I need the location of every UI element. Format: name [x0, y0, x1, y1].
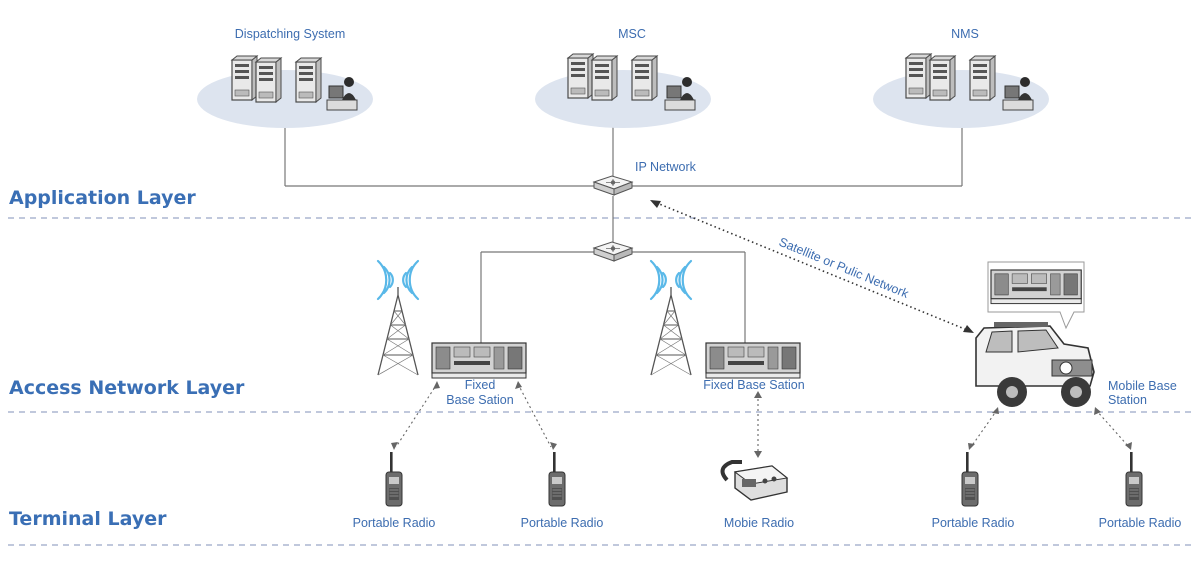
base-station-rack-icon [705, 342, 801, 379]
portable-radio-4: Portable Radio [1099, 451, 1182, 530]
portable-radio-4-label: Portable Radio [1099, 516, 1182, 530]
terminal-layer-title: Terminal Layer [9, 508, 167, 530]
msc-label: MSC [618, 27, 646, 41]
portable-radio-1-label: Portable Radio [353, 516, 436, 530]
msc-node: MSC [535, 27, 711, 128]
server-icon [255, 57, 282, 103]
mobile-radio: Mobie Radio [720, 460, 794, 530]
link-mobile-portable3 [970, 409, 998, 448]
server-icon [567, 53, 594, 99]
link-mobile-portable4 [1095, 409, 1130, 448]
server-icon [231, 55, 258, 101]
portable-radio-2-label: Portable Radio [521, 516, 604, 530]
ip-network-label: IP Network [635, 160, 697, 174]
terminal-link-arrows [391, 381, 1132, 458]
server-icon [631, 55, 658, 101]
portable-radio-icon [548, 451, 566, 507]
mobile-radio-icon [720, 460, 789, 501]
server-icon [969, 55, 996, 101]
fixed-base-station-2: Fixed Base Sation [649, 259, 805, 392]
link-bs1-portable2 [517, 383, 552, 448]
portable-radio-icon [385, 451, 403, 507]
portable-radio-icon [1125, 451, 1143, 507]
mobile-base-station-label-line1: Mobile Base [1108, 379, 1177, 393]
mobile-base-station: Mobile Base Station [975, 261, 1177, 407]
link-bs1-portable1 [395, 383, 438, 448]
access-network-layer-title: Access Network Layer [9, 377, 245, 399]
server-icon [929, 55, 956, 101]
dispatching-system-label: Dispatching System [235, 27, 345, 41]
portable-radio-icon [961, 451, 979, 507]
fixed-base-station-1: Fixed Base Sation [376, 259, 527, 407]
server-icon [295, 57, 322, 103]
server-icon [591, 55, 618, 101]
nms-node: NMS [873, 27, 1049, 128]
mobile-radio-label: Mobie Radio [724, 516, 794, 530]
satellite-link-label: Satellite or Pulic Network [777, 235, 911, 301]
tower-icon [650, 286, 692, 376]
tower-icon [377, 286, 419, 376]
base-station-rack-icon [431, 342, 527, 379]
portable-radio-2: Portable Radio [521, 451, 604, 530]
router-icon [593, 175, 633, 196]
portable-radio-3-label: Portable Radio [932, 516, 1015, 530]
terminal-links [395, 383, 1130, 455]
server-icon [905, 53, 932, 99]
ip-network-node: IP Network [593, 160, 697, 196]
vehicle-equipment-bubble [987, 261, 1085, 330]
mobile-base-station-label-line2: Station [1108, 393, 1147, 407]
application-layer-title: Application Layer [9, 187, 196, 209]
access-router-icon [593, 241, 633, 262]
portable-radio-3: Portable Radio [932, 451, 1015, 530]
connection-lines [284, 127, 963, 343]
satellite-link: Satellite or Pulic Network [650, 200, 974, 333]
fixed-base-station-1-label-line2: Base Sation [446, 393, 513, 407]
fixed-base-station-1-label-line1: Fixed [465, 378, 496, 392]
fixed-base-station-2-label: Fixed Base Sation [703, 378, 804, 392]
vehicle-icon [975, 322, 1095, 407]
portable-radio-1: Portable Radio [353, 451, 436, 530]
nms-label: NMS [951, 27, 979, 41]
base-station-rack-icon [990, 269, 1082, 305]
dispatching-system-node: Dispatching System [197, 27, 373, 128]
